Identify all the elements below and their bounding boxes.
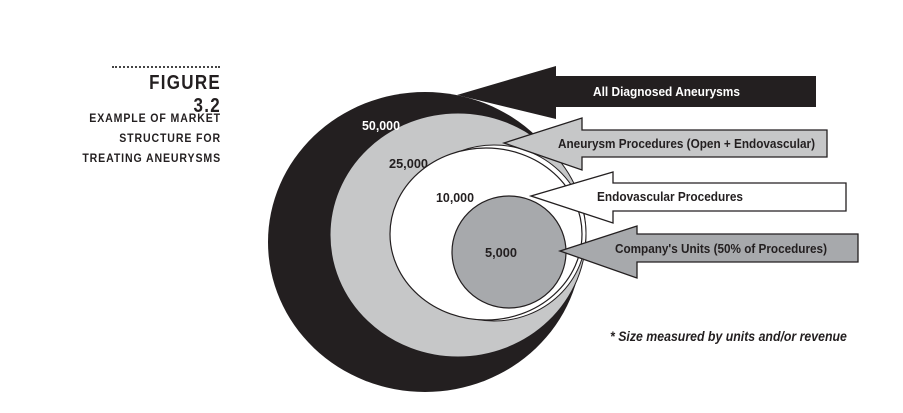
label-aneurysm-procedures: Aneurysm Procedures (Open + Endovascular… <box>558 137 815 151</box>
title-dotted-rule <box>112 66 220 68</box>
figure-subtitle-line: TREATING ANEURYSMS <box>82 151 221 165</box>
arrow-all-diagnosed <box>457 66 816 119</box>
figure-subtitle-line: STRUCTURE FOR <box>119 131 221 145</box>
arrow-endovascular <box>528 171 847 224</box>
value-aneurysm-procedures: 25,000 <box>389 156 428 171</box>
label-company-units: Company's Units (50% of Procedures) <box>615 242 827 256</box>
footnote: * Size measured by units and/or revenue <box>610 328 847 344</box>
figure-label: FIGURE 3.2 <box>149 72 221 117</box>
arrow-aneurysm-procedures <box>501 117 828 171</box>
label-all-diagnosed: All Diagnosed Aneurysms <box>593 85 740 99</box>
arrow-company-units <box>557 225 859 279</box>
value-endovascular: 10,000 <box>436 190 474 205</box>
value-all-diagnosed: 50,000 <box>362 118 400 133</box>
figure-subtitle-line: EXAMPLE OF MARKET <box>89 111 221 125</box>
label-endovascular: Endovascular Procedures <box>597 190 743 204</box>
figure-subtitle: EXAMPLE OF MARKET STRUCTURE FOR TREATING… <box>62 108 221 168</box>
value-company-units: 5,000 <box>485 245 517 260</box>
